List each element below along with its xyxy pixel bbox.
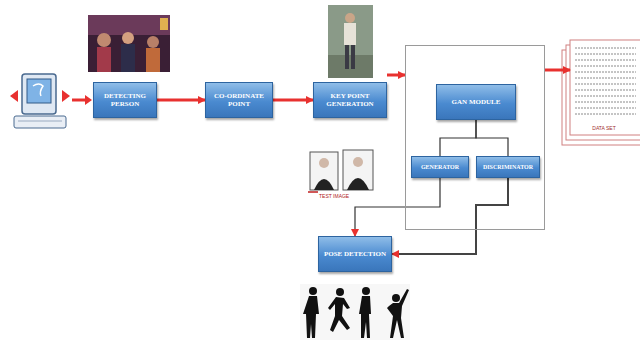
connector <box>392 178 508 254</box>
dataset-pages <box>562 40 640 145</box>
connector <box>476 120 508 156</box>
input-photo <box>88 15 170 72</box>
process-box: CO-ORDINATE POINT <box>205 82 273 118</box>
dataset-document: DATA SET <box>570 40 638 135</box>
process-box: GENERATOR <box>411 156 469 178</box>
process-box: KEY POINT GENERATION <box>313 82 387 118</box>
node-label: GENERATOR <box>421 164 459 171</box>
node-label: GAN MODULE <box>452 98 501 106</box>
process-box: DISCRIMINATOR <box>476 156 540 178</box>
process-box: GAN MODULE <box>436 84 516 120</box>
node-label: DISCRIMINATOR <box>483 164 533 171</box>
input-arrow <box>72 99 86 102</box>
process-box: DETECTING PERSON <box>93 82 157 118</box>
node-label: CO-ORDINATE POINT <box>210 92 268 108</box>
person-photo <box>328 5 373 78</box>
connector <box>545 69 570 72</box>
connector <box>355 178 440 236</box>
connector <box>387 74 405 77</box>
connector <box>440 120 476 156</box>
computer-icon <box>10 74 70 128</box>
node-label: KEY POINT GENERATION <box>318 92 382 108</box>
module-frame: GAN MODULE GENERATOR DISCRIMINATOR <box>405 45 545 230</box>
node-label: DATA SET <box>590 125 617 131</box>
connector <box>157 99 205 102</box>
connector <box>273 99 313 102</box>
node-label: POSE DETECTION <box>324 250 386 258</box>
node-label: DETECTING PERSON <box>98 92 152 108</box>
pose-silhouettes <box>300 284 410 340</box>
test-image <box>308 150 373 192</box>
arrow-head <box>85 95 92 105</box>
image-caption: TEST IMAGE <box>318 193 350 199</box>
process-box: POSE DETECTION <box>318 236 392 272</box>
